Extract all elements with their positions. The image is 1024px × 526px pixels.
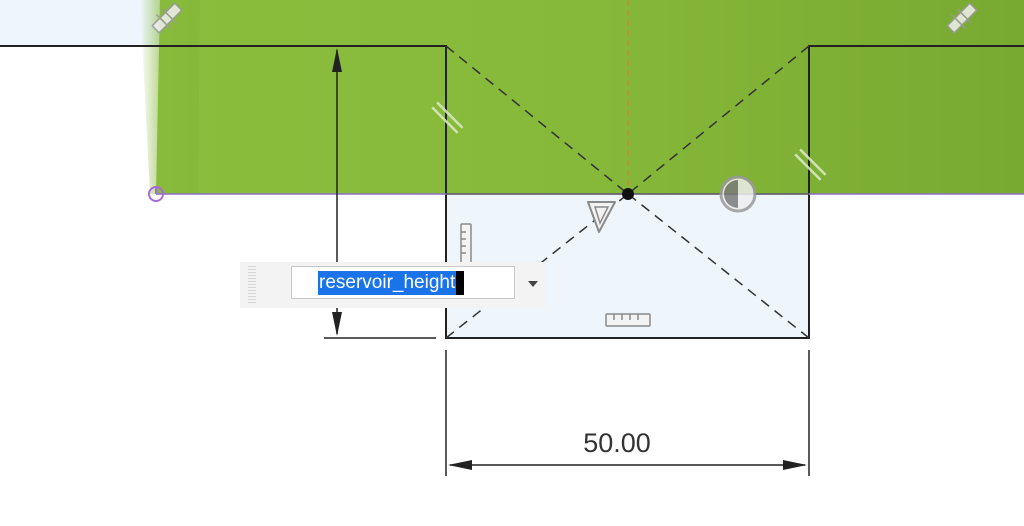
sketch-plane <box>0 0 160 46</box>
center-point[interactable] <box>622 188 634 200</box>
dimension-dropdown-button[interactable] <box>522 274 544 294</box>
fix-constraint-icon[interactable] <box>149 0 186 36</box>
width-dimension[interactable] <box>445 350 810 476</box>
text-caret <box>456 270 465 295</box>
drag-grip-icon[interactable] <box>248 266 256 304</box>
fix-constraint-icon[interactable] <box>944 0 981 36</box>
dimension-value-input[interactable]: reservoir_height <box>291 266 515 299</box>
parallel-constraint-icon[interactable] <box>794 148 827 181</box>
width-dimension-value[interactable]: 50.00 <box>583 428 651 458</box>
vertical-constraint-icon[interactable] <box>460 223 472 265</box>
horizontal-constraint-icon[interactable] <box>605 313 651 327</box>
dropdown-arrow-icon <box>528 281 538 287</box>
parallel-constraint-icon[interactable] <box>431 101 464 134</box>
coincident-constraint-icon[interactable] <box>719 175 757 213</box>
midpoint-constraint-icon[interactable] <box>587 201 616 233</box>
dimension-value-text[interactable]: reservoir_height <box>318 270 457 295</box>
body-face[interactable] <box>156 0 1024 194</box>
sketch-profile-line[interactable] <box>0 45 1024 339</box>
body-face-fade <box>140 0 200 194</box>
